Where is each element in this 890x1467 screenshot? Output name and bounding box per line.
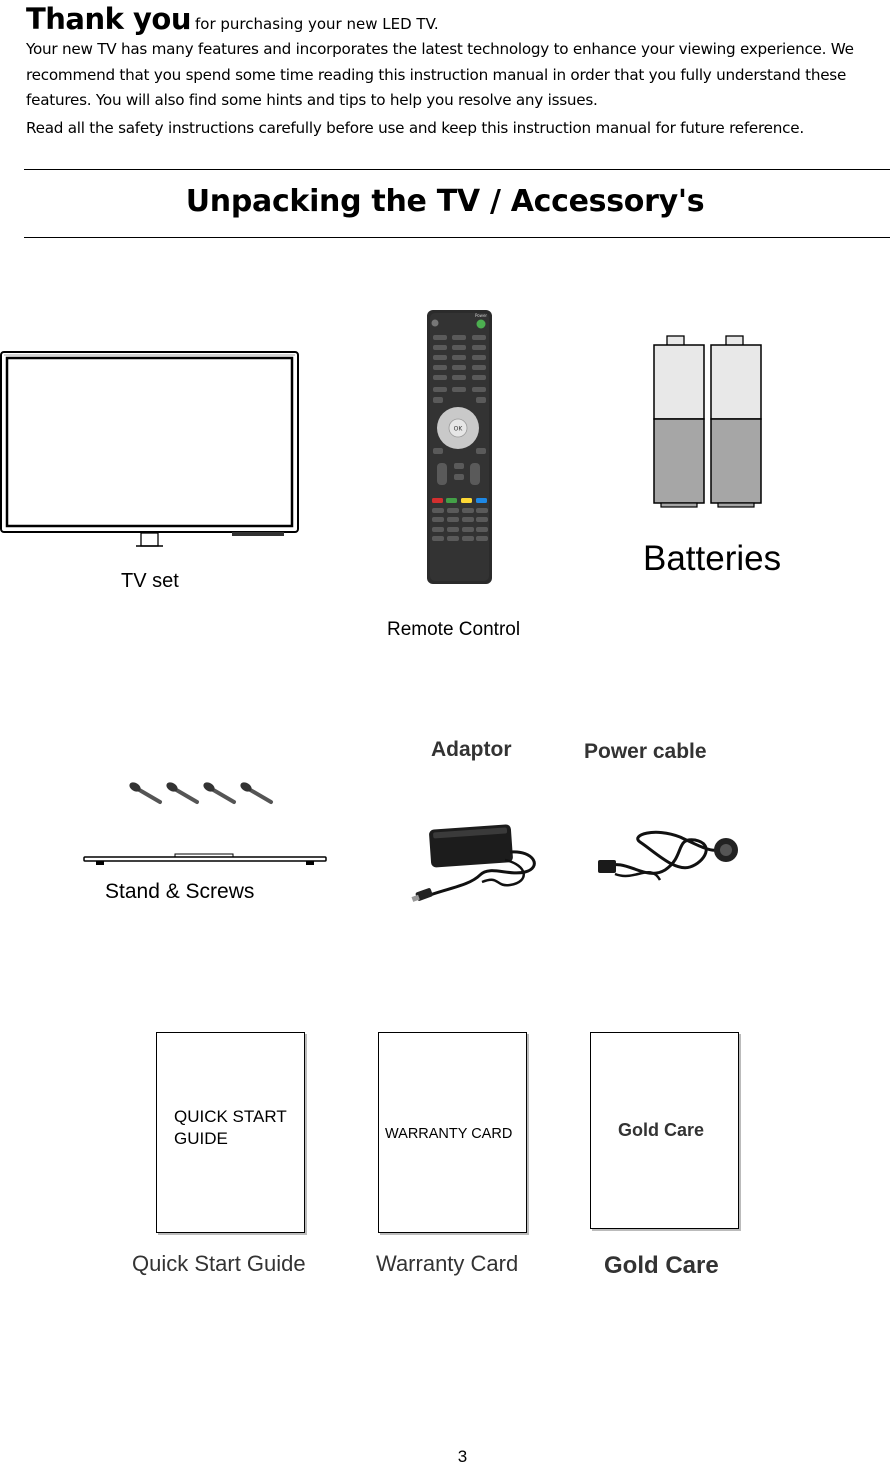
- gold-care-box-text: Gold Care: [618, 1120, 705, 1140]
- power-cable-illustration: [598, 830, 738, 881]
- intro-paragraph: Your new TV has many features and incorp…: [26, 40, 854, 109]
- quick-start-box-text: QUICK START GUIDE: [174, 1107, 287, 1148]
- warranty-card-label: Warranty Card: [376, 1251, 519, 1276]
- warranty-card-box: WARRANTY CARD: [378, 1032, 527, 1233]
- remote-control-illustration: Power OK: [427, 310, 492, 584]
- warranty-box-text: WARRANTY CARD: [385, 1126, 513, 1142]
- remote-control-label: Remote Control: [387, 619, 521, 640]
- page-number: 3: [457, 1447, 468, 1466]
- divider-bottom: [24, 237, 890, 238]
- safety-paragraph: Read all the safety instructions careful…: [26, 119, 804, 137]
- batteries-label: Batteries: [643, 539, 782, 578]
- quick-start-label: Quick Start Guide: [132, 1251, 306, 1276]
- heading-thank-you: Thank you: [26, 2, 192, 36]
- tv-set-label: TV set: [121, 570, 179, 592]
- stand-and-screws-illustration: [83, 782, 327, 865]
- stand-screws-label: Stand & Screws: [105, 880, 255, 903]
- gold-care-box: Gold Care: [590, 1032, 739, 1229]
- batteries-illustration: [653, 335, 762, 508]
- section-title: Unpacking the TV / Accessory's: [185, 184, 705, 219]
- gold-care-label: Gold Care: [604, 1252, 719, 1279]
- remote-ok-text: OK: [454, 426, 464, 433]
- adaptor-illustration: [411, 824, 536, 902]
- battery-right: [710, 335, 762, 508]
- divider-top: [24, 169, 890, 170]
- quick-start-guide-box: QUICK START GUIDE: [156, 1032, 305, 1233]
- power-cable-label: Power cable: [584, 740, 707, 763]
- adaptor-label: Adaptor: [431, 738, 512, 761]
- tv-illustration: [0, 351, 299, 547]
- remote-power-text: Power: [475, 313, 487, 318]
- battery-left: [653, 335, 705, 508]
- heading-rest: for purchasing your new LED TV.: [195, 15, 439, 33]
